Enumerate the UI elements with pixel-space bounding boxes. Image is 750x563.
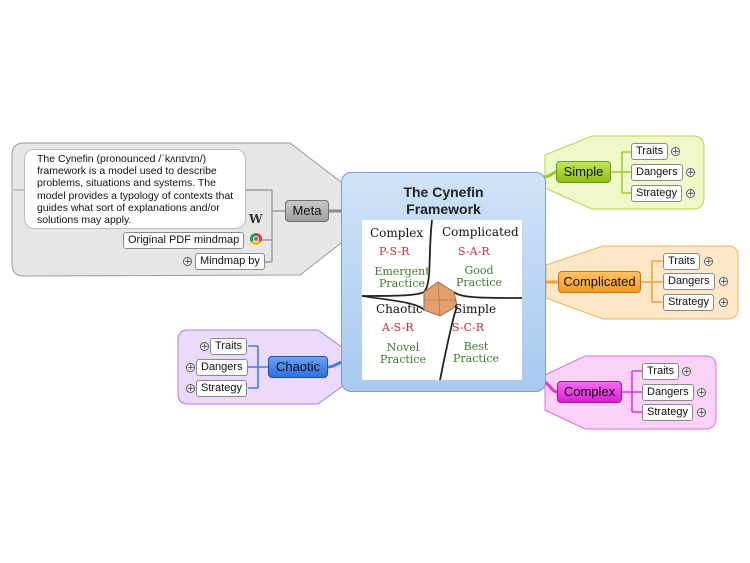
complicated-traits[interactable]: Traits [663, 253, 701, 270]
central-title-line-2: Framework [406, 201, 481, 217]
complicated-strategy[interactable]: Strategy [663, 294, 714, 311]
quadrant-complex-practice-1: Emergent [374, 265, 430, 278]
simple-topic[interactable]: Simple [556, 161, 611, 183]
cynefin-diagram-image: Complex P-S-R Emergent Practice Complica… [362, 220, 522, 380]
meta-description-note: The Cynefin (pronounced /ˈkʌnɪvɪn/) fram… [24, 149, 246, 229]
wikipedia-icon[interactable]: W [249, 212, 263, 226]
complex-traits[interactable]: Traits [642, 363, 680, 380]
plus-circle-icon[interactable]: + [183, 257, 192, 267]
plus-circle-icon[interactable]: + [186, 384, 195, 394]
plus-circle-icon[interactable]: + [686, 168, 695, 178]
complicated-topic[interactable]: Complicated [558, 271, 641, 293]
quadrant-chaotic-code: A-S-R [382, 321, 414, 334]
quadrant-complex-title: Complex [370, 226, 424, 240]
quadrant-complex-code: P-S-R [379, 245, 410, 258]
chaotic-dangers[interactable]: Dangers [196, 359, 248, 376]
plus-circle-icon[interactable]: + [682, 367, 691, 377]
plus-circle-icon[interactable]: + [671, 147, 680, 157]
cynefin-quadrant-lines [362, 220, 522, 380]
meta-topic[interactable]: Meta [285, 200, 329, 222]
chaotic-topic[interactable]: Chaotic [268, 356, 328, 378]
quadrant-complicated-practice-1: Good [464, 264, 494, 277]
browser-icon[interactable] [250, 233, 262, 245]
original-pdf-mindmap-link[interactable]: Original PDF mindmap [123, 232, 245, 249]
quadrant-simple-title: Simple [454, 302, 497, 316]
plus-circle-icon[interactable]: + [186, 363, 195, 373]
central-title-line-1: The Cynefin [403, 184, 484, 200]
quadrant-chaotic-practice-2: Practice [380, 353, 426, 366]
chaotic-traits[interactable]: Traits [210, 338, 248, 355]
chaotic-strategy[interactable]: Strategy [196, 380, 247, 397]
complex-dangers[interactable]: Dangers [642, 384, 694, 401]
complex-topic[interactable]: Complex [557, 381, 622, 403]
plus-circle-icon[interactable]: + [697, 408, 706, 418]
plus-circle-icon[interactable]: + [686, 189, 695, 199]
quadrant-complicated-code: S-A-R [458, 245, 490, 258]
complicated-dangers[interactable]: Dangers [663, 273, 715, 290]
plus-circle-icon[interactable]: + [719, 277, 728, 287]
quadrant-simple-code: S-C-R [452, 321, 485, 334]
quadrant-complicated-title: Complicated [442, 225, 519, 239]
plus-circle-icon[interactable]: + [200, 342, 209, 352]
browser-icon-center [253, 236, 259, 242]
quadrant-simple-practice-1: Best [463, 340, 489, 353]
complex-strategy[interactable]: Strategy [642, 404, 693, 421]
plus-circle-icon[interactable]: + [719, 298, 728, 308]
quadrant-complicated-practice-2: Practice [456, 276, 502, 289]
quadrant-complex-practice-2: Practice [379, 277, 425, 290]
mindmap-by-link[interactable]: Mindmap by [195, 253, 265, 270]
simple-traits[interactable]: Traits [631, 143, 669, 160]
quadrant-chaotic-title: Chaotic [376, 302, 423, 316]
plus-circle-icon[interactable]: + [704, 257, 713, 267]
quadrant-simple-practice-2: Practice [453, 352, 499, 365]
plus-circle-icon[interactable]: + [697, 388, 706, 398]
simple-strategy[interactable]: Strategy [631, 185, 682, 202]
quadrant-chaotic-practice-1: Novel [386, 341, 420, 354]
simple-dangers[interactable]: Dangers [631, 164, 683, 181]
